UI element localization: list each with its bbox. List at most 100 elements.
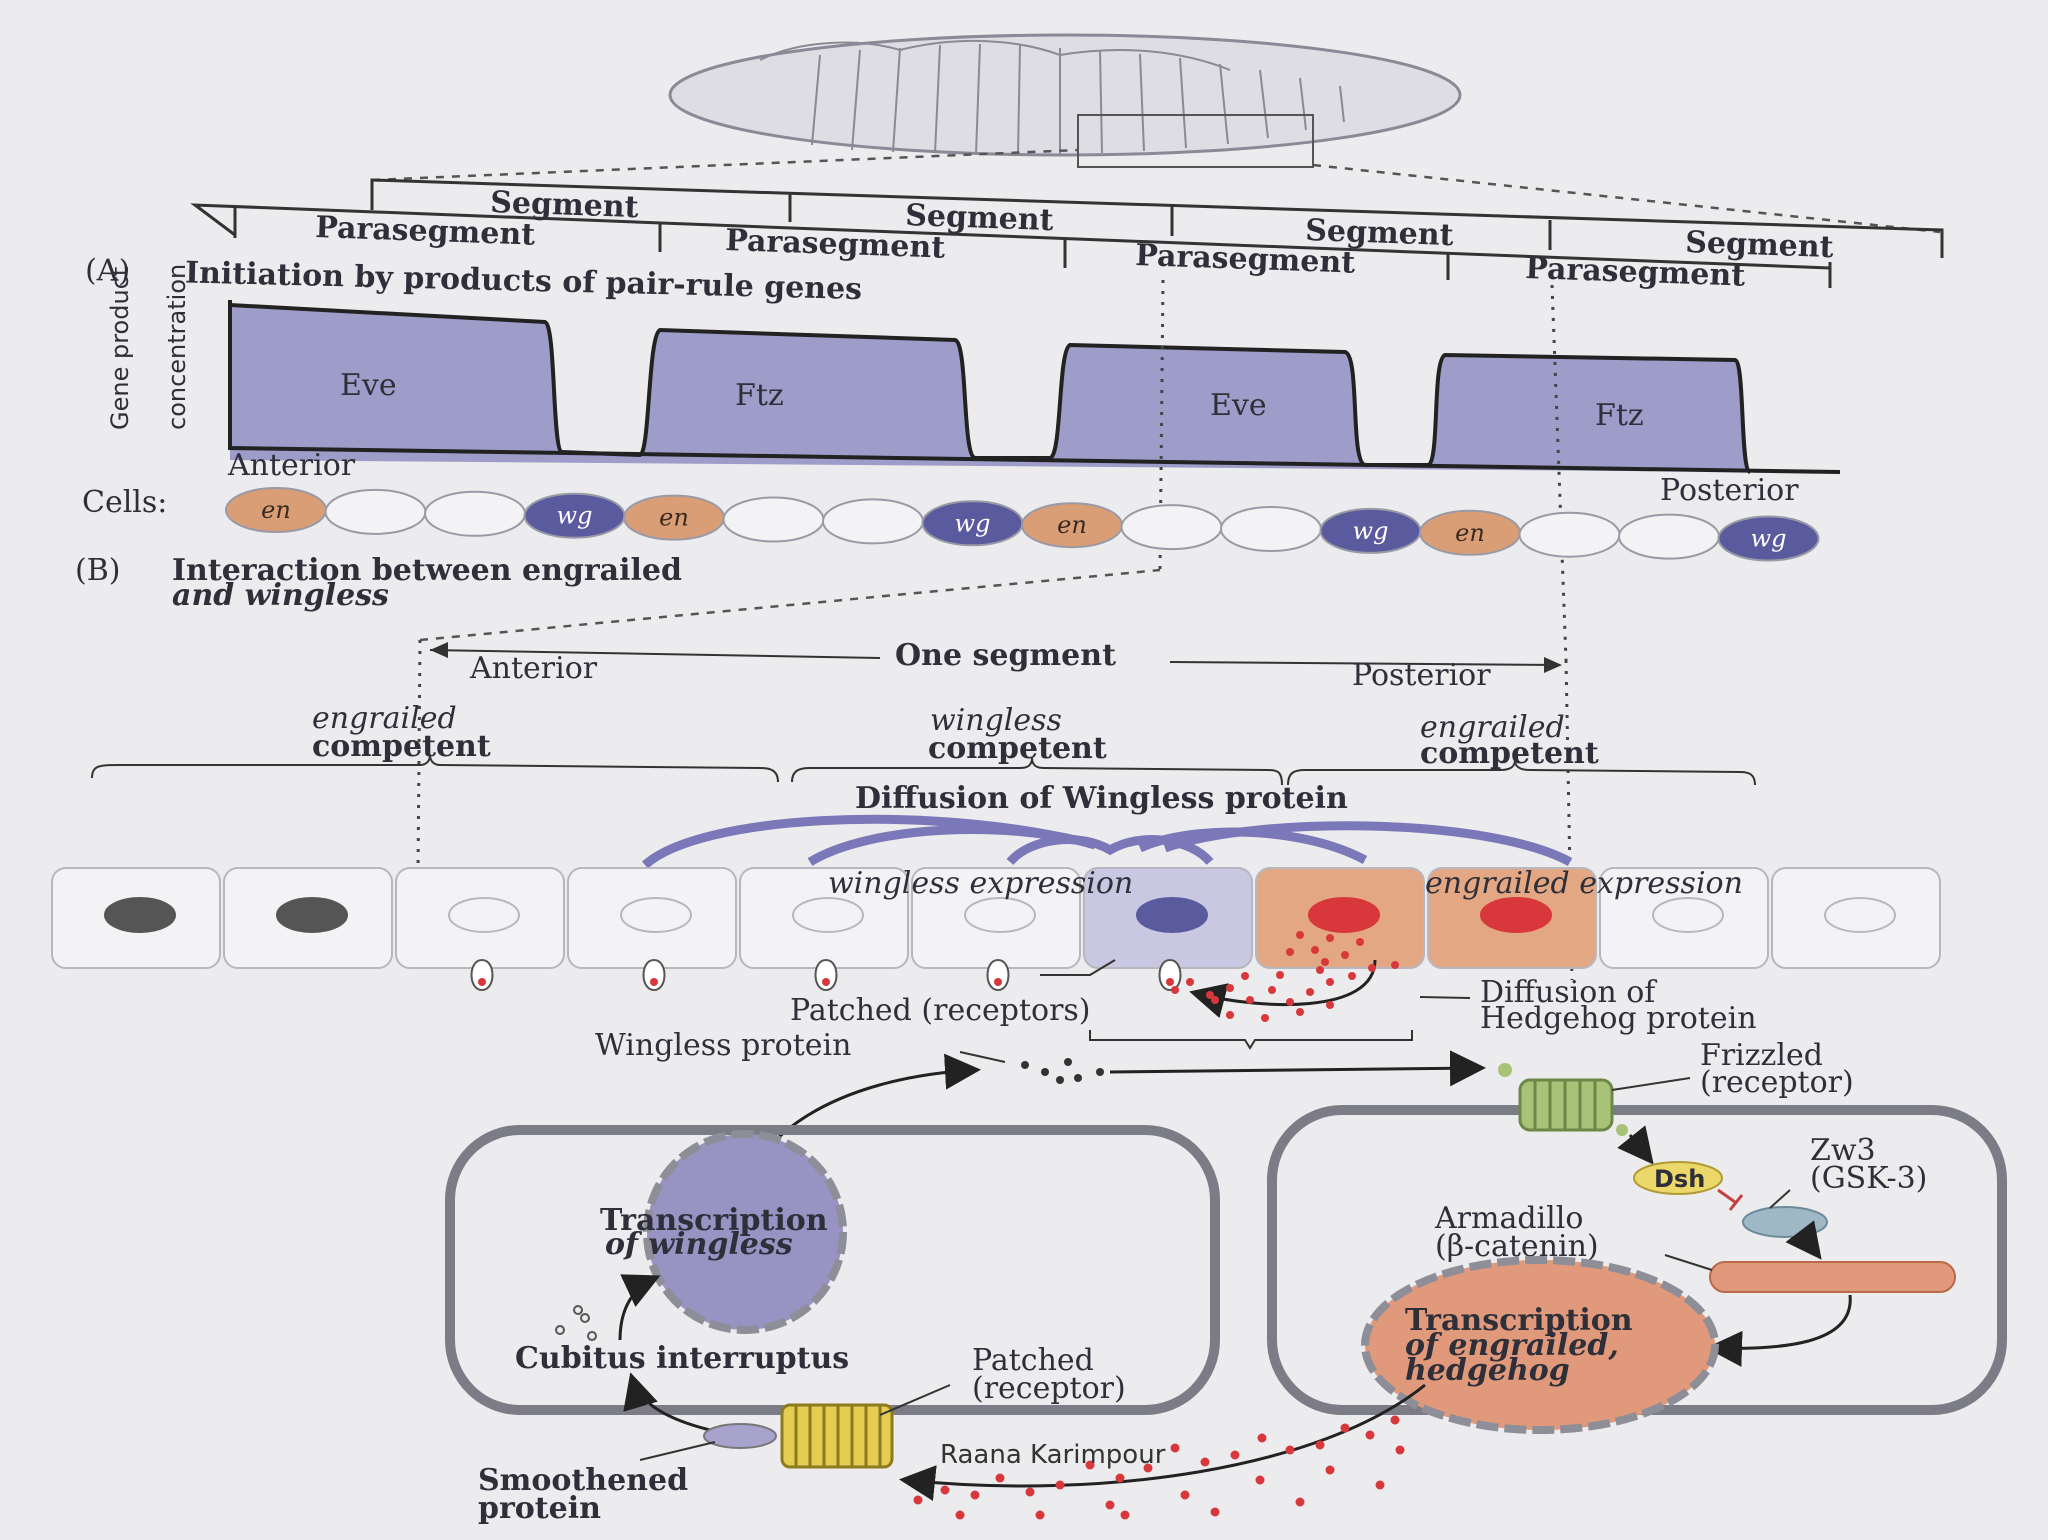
cell-label-wg: wg <box>557 502 593 530</box>
band-label-ftz-1: Ftz <box>735 378 784 413</box>
engrailed-expression-label: engrailed expression <box>1425 866 1743 901</box>
cell-empty <box>1618 513 1720 560</box>
one-segment-label: One segment <box>895 638 1116 673</box>
embryo-illustration <box>668 33 1462 168</box>
cell-label-en: en <box>1057 511 1087 539</box>
panel-b-letter: (B) <box>75 553 120 588</box>
segment-label-1: Segment <box>490 185 640 225</box>
patched-receptor-coil <box>780 1403 894 1469</box>
zw3-label-2: (GSK-3) <box>1810 1161 1927 1196</box>
panel-a-letter: (A) <box>85 253 131 289</box>
cell-label-en: en <box>261 496 291 524</box>
tissue-cell <box>1083 867 1253 991</box>
diffusion-hedgehog-label-2: Hedgehog protein <box>1480 1001 1757 1036</box>
engrailed-cell: Frizzled (receptor) Dsh Zw3 (GSK-3) Arma… <box>1267 1038 2007 1434</box>
parasegment-label-1: Parasegment <box>315 210 536 253</box>
patched-label-1: Patched <box>972 1343 1094 1378</box>
tissue-cell <box>395 867 565 991</box>
wg-competent-word: competent <box>928 731 1107 766</box>
frizzled-label-1: Frizzled <box>1700 1038 1823 1073</box>
panel-b-title-line1: Interaction between engrailed <box>172 553 682 588</box>
transcription-wg-line2: of wingless <box>605 1227 793 1262</box>
posterior-label-a: Posterior <box>1660 473 1799 508</box>
cell-en: en <box>1419 509 1521 556</box>
en-competent-2-title: engrailed <box>1420 710 1565 745</box>
smoothened-label-2: protein <box>478 1491 601 1526</box>
cell-nucleus <box>792 897 864 933</box>
cell-empty <box>324 488 427 535</box>
y-axis-label-line2: concentration <box>163 264 191 430</box>
panel-a-title-text: Initiation by products of pair-rule gene… <box>185 255 863 307</box>
cell-label-wg: wg <box>1751 525 1787 553</box>
parasegment-label-2: Parasegment <box>725 223 946 266</box>
segment-labels: Segment Segment Segment Segment Parasegm… <box>315 185 1835 294</box>
tissue-cell <box>739 867 909 991</box>
cell-wg: wg <box>523 492 626 539</box>
cell-en: en <box>1021 502 1123 549</box>
tissue-cell <box>51 867 221 969</box>
one-segment-span: One segment Anterior Posterior <box>429 638 1562 693</box>
segment-label-3: Segment <box>1305 213 1455 253</box>
y-axis-label-line1: Gene product <box>106 267 134 430</box>
transcription-en-line3: hedgehog <box>1405 1353 1570 1388</box>
patched-label-2: (receptor) <box>972 1371 1126 1406</box>
credit-text: Raana Karimpour <box>940 1440 1166 1470</box>
tissue-cell <box>1771 867 1941 969</box>
wingless-protein-label: Wingless protein <box>595 1028 851 1063</box>
cell-wg: wg <box>1717 515 1820 562</box>
tissue-cell <box>911 867 1081 991</box>
tissue-cell-row <box>51 867 1941 991</box>
cell-en: en <box>225 487 327 533</box>
transcription-en-line2: of engrailed, <box>1405 1328 1619 1363</box>
parasegment-label-4: Parasegment <box>1525 251 1746 294</box>
segment-brackets <box>190 178 1944 288</box>
cell-empty <box>424 490 526 537</box>
cell-label-wg: wg <box>1353 517 1389 545</box>
cell-nucleus <box>1824 897 1896 933</box>
cell-nucleus <box>1308 897 1380 933</box>
patched-receptor <box>1158 958 1182 991</box>
frizzled-label-2: (receptor) <box>1700 1065 1854 1100</box>
patched-receptor <box>642 958 666 991</box>
hedgehog-return-arrow <box>899 1383 1426 1501</box>
armadillo-label-1: Armadillo <box>1434 1201 1583 1236</box>
segment-label-2: Segment <box>905 198 1055 238</box>
cell-nucleus <box>1136 897 1208 933</box>
projection-lines <box>371 148 1941 234</box>
patched-receptor <box>814 958 838 991</box>
tissue-cell <box>567 867 737 991</box>
band-label-eve-1: Eve <box>340 368 397 403</box>
anterior-label-a: Anterior <box>227 448 356 483</box>
cell-label-en: en <box>659 504 689 532</box>
cell-wg: wg <box>921 500 1024 547</box>
y-axis-label: Gene product concentration <box>106 264 191 430</box>
segment-label-4: Segment <box>1685 225 1835 265</box>
tissue-cell <box>1599 867 1769 969</box>
cell-nucleus <box>964 897 1036 933</box>
cell-empty <box>1120 504 1223 551</box>
cell-wg: wg <box>1319 507 1422 554</box>
cell-label-wg: wg <box>955 509 991 537</box>
cell-nucleus <box>620 897 692 933</box>
wg-competent-title: wingless <box>930 703 1062 738</box>
panel-b-title: (B) Interaction between engrailed and wi… <box>75 553 682 613</box>
cell-nucleus <box>276 897 348 933</box>
en-competent-1-word: competent <box>312 729 491 764</box>
wingless-expression-label: wingless expression <box>828 866 1133 901</box>
diffusion-wingless-label: Diffusion of Wingless protein <box>855 781 1348 816</box>
patched-receptor <box>470 958 494 991</box>
cells-label: Cells: <box>82 485 167 520</box>
panel-a-title: (A) Initiation by products of pair-rule … <box>85 253 863 307</box>
band-label-ftz-2: Ftz <box>1595 398 1644 433</box>
cell-empty <box>1220 506 1322 552</box>
zw3-label-1: Zw3 <box>1810 1133 1876 1168</box>
cell-label-en: en <box>1455 519 1485 547</box>
cell-empty <box>722 496 825 543</box>
transcription-en-line1: Transcription <box>1405 1303 1633 1338</box>
hedgehog-diffusion: Patched (receptors) Diffusion of Hedgeho… <box>790 931 1757 1050</box>
panel-b-title-line2: and wingless <box>172 578 389 613</box>
cell-nucleus <box>104 897 176 933</box>
parasegment-label-3: Parasegment <box>1135 238 1356 281</box>
en-competent-2-word: competent <box>1420 736 1599 771</box>
